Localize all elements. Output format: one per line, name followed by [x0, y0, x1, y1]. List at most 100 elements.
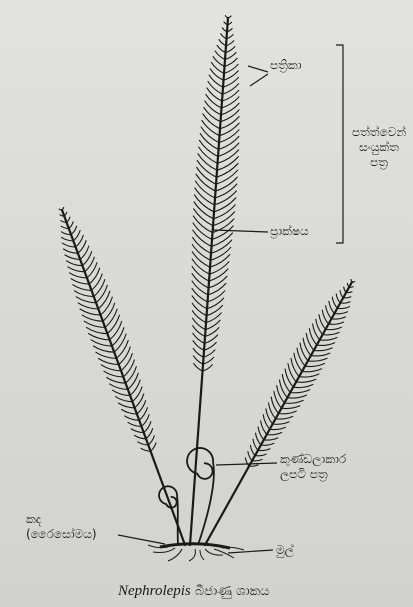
label-circinate-line2: ලපටි පත්‍ර: [280, 467, 346, 482]
caption-rest: බීජාණු ශාකය: [191, 584, 270, 599]
label-rachis: ප්‍රාක්ෂය: [270, 224, 309, 239]
label-stem: කද (රෛසෝමය): [26, 512, 97, 542]
figure-caption: Nephrolepis බීජාණු ශාකය: [118, 583, 270, 600]
frond-right-leaflet: [299, 374, 319, 377]
frond-center: [190, 16, 239, 545]
frond-right-leaflet: [291, 358, 299, 376]
frond-center-leaflet: [225, 16, 228, 18]
leader-rachis: [213, 230, 268, 232]
frond-right-leaflet: [271, 397, 278, 414]
frond-right-leaflet: [273, 422, 290, 425]
frond-right-leaflet: [294, 353, 302, 371]
frond-center-leaflet: [228, 16, 231, 18]
frond-right-leaflet: [279, 411, 297, 414]
frond-right-leaflet: [284, 400, 303, 403]
label-circinate: කුණ්ඩලාකාර ලපටි පත්‍ර: [280, 452, 346, 482]
label-compound-leaf-line2: සංයුක්ත: [350, 140, 408, 155]
frond-right-leaflet: [344, 287, 346, 292]
label-root: මුල්: [276, 543, 294, 558]
frond-left-leaflet: [85, 257, 95, 272]
label-pinnae: පත්‍රිකා: [270, 58, 302, 73]
label-compound-leaf-line1: පත්ත්වෙන්: [350, 125, 408, 140]
label-stem-line2: (රෛසෝමය): [26, 527, 97, 542]
frond-right-leaflet: [245, 458, 249, 466]
frond-left: [59, 207, 185, 545]
frond-right-leaflet: [302, 369, 322, 372]
root: [205, 549, 223, 555]
label-stem-line1: කද: [26, 512, 97, 527]
root: [222, 547, 244, 550]
frond-right-leaflet: [311, 353, 330, 356]
rhizome: [160, 544, 230, 548]
frond-left-leaflet: [84, 321, 105, 327]
frond-right: [205, 279, 355, 545]
frond-center-leaflet: [204, 342, 216, 350]
frond-right-leaflet: [282, 375, 290, 393]
frond-left-leaflet: [132, 387, 142, 402]
frond-left-leaflet: [80, 309, 101, 315]
frond-right-leaflet: [274, 391, 282, 408]
root: [214, 549, 234, 558]
frond-right-leaflet: [290, 390, 310, 393]
frond-right-leaflet: [270, 427, 286, 429]
root: [189, 549, 195, 561]
leader-stem: [118, 535, 165, 544]
leader-circinate: [216, 463, 277, 465]
frond-center-leaflet: [203, 357, 214, 364]
frond-right-leaflet: [303, 338, 311, 355]
frond-center-leaflet: [215, 51, 225, 60]
frond-right-leaflet: [276, 416, 293, 419]
frond-right-leaflet: [288, 364, 296, 382]
frond-left-leaflet: [151, 443, 156, 451]
frond-left-leaflet: [96, 352, 117, 358]
frond-right-leaflet: [287, 395, 306, 398]
frond-right-leaflet: [297, 348, 305, 366]
frond-center-leaflet: [204, 350, 216, 357]
frond-right-leaflet: [332, 297, 337, 308]
frond-right-leaflet: [314, 348, 332, 351]
frond-center-leaflet: [209, 276, 228, 288]
frond-right-leaflet: [269, 403, 276, 419]
frond-right-leaflet: [248, 452, 252, 461]
frond-center-leaflet: [225, 53, 236, 60]
frond-left-leaflet: [87, 263, 97, 278]
label-compound-leaf: පත්ත්වෙන් සංයුක්ත පත්‍ර: [350, 125, 408, 170]
frond-right-leaflet: [300, 343, 308, 361]
frond-left-leaflet: [146, 429, 153, 439]
frond-right-leaflet: [285, 369, 293, 387]
frond-center-leaflet: [194, 363, 203, 371]
frond-left-leaflet: [86, 327, 107, 333]
frond-left-leaflet: [148, 436, 154, 445]
frond-right-leaflet: [253, 439, 258, 450]
frond-right-leaflet: [280, 380, 288, 398]
frond-center-leaflet: [192, 288, 208, 302]
frond-right-leaflet: [320, 338, 337, 341]
frond-center-leaflet: [217, 45, 225, 52]
frond-left-leaflet: [137, 401, 146, 414]
root: [153, 548, 175, 553]
label-compound-leaf-line3: පත්‍ර: [350, 155, 408, 170]
frond-left-leaflet: [130, 380, 140, 395]
frond-right-leaflet: [281, 406, 299, 409]
frond-left-leaflet: [73, 231, 80, 241]
frond-right-leaflet: [306, 333, 314, 350]
circinate-leaf-1-spiral: [187, 448, 213, 479]
frond-left-leaflet: [93, 346, 114, 352]
frond-center-leaflet: [211, 62, 224, 73]
caption-genus: Nephrolepis: [118, 583, 191, 599]
frond-right-leaflet: [250, 445, 255, 455]
frond-right-leaflet: [336, 294, 340, 303]
frond-right-leaflet: [309, 329, 316, 346]
frond-center-leaflet: [193, 356, 203, 364]
frond-right-leaflet: [277, 386, 285, 403]
frond-right-leaflet: [296, 379, 316, 382]
frond-right-leaflet: [326, 327, 342, 329]
frond-left-leaflet: [78, 303, 98, 309]
label-circinate-line1: කුණ්ඩලාකාර: [280, 452, 346, 467]
frond-right-leaflet: [347, 283, 349, 287]
frond-right-leaflet: [266, 409, 273, 424]
frond-left-leaflet: [67, 217, 70, 222]
frond-right-leaflet: [308, 358, 327, 361]
frond-right-leaflet: [293, 385, 313, 388]
